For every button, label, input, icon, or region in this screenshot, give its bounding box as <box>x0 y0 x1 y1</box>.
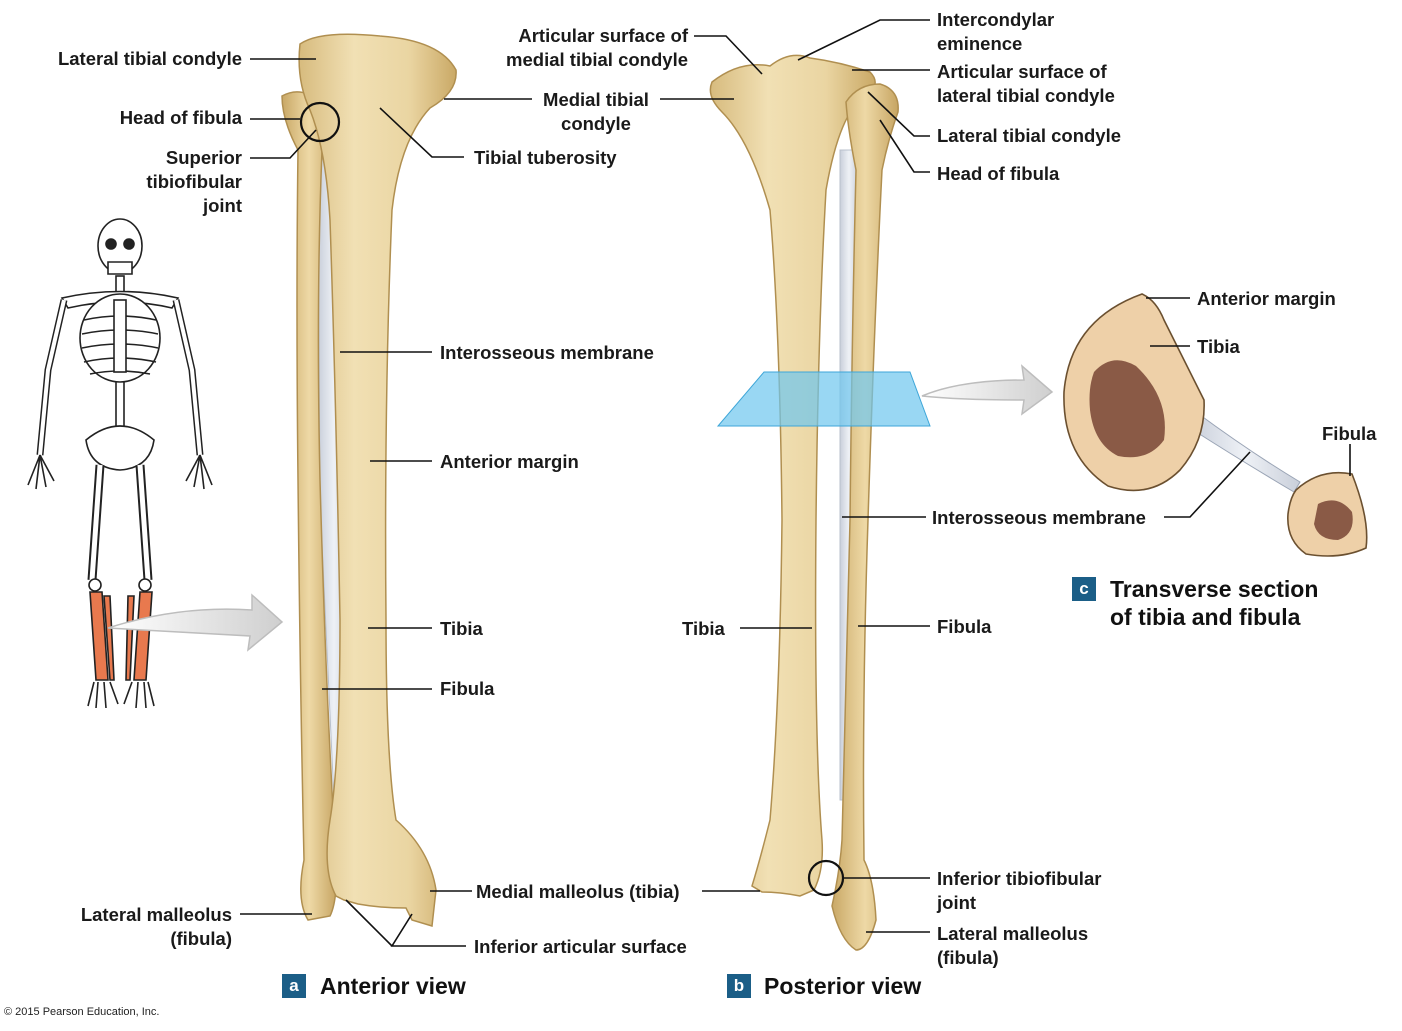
label-superior-tibiofibular-1: Superior <box>165 147 242 168</box>
label-articular-lateral-1: Articular surface of <box>937 61 1107 82</box>
label-fibula-b: Fibula <box>937 616 992 637</box>
label-lateral-tibial-condyle-a: Lateral tibial condyle <box>57 48 242 69</box>
panel-b-caption: Posterior view <box>764 973 922 999</box>
label-inferior-articular-surface: Inferior articular surface <box>474 936 687 957</box>
label-fibula-a: Fibula <box>440 678 495 699</box>
label-anterior-margin-c: Anterior margin <box>1197 288 1336 309</box>
leader-lines <box>240 19 1351 947</box>
label-lateral-malleolus-b-1: Lateral malleolus <box>937 923 1089 944</box>
pointer-arrow-a <box>107 593 284 652</box>
label-lateral-malleolus-a-2: (fibula) <box>170 928 232 949</box>
anterior-tibia <box>298 33 457 927</box>
label-medial-tibial-condyle-1: Medial tibial <box>543 89 649 110</box>
label-lateral-tibial-condyle-b: Lateral tibial condyle <box>937 125 1122 146</box>
label-tibial-tuberosity: Tibial tuberosity <box>474 147 617 168</box>
label-head-of-fibula-b: Head of fibula <box>937 163 1060 184</box>
label-anterior-margin-a: Anterior margin <box>440 451 579 472</box>
label-fibula-c: Fibula <box>1322 423 1377 444</box>
panel-a-caption: Anterior view <box>320 973 466 999</box>
anterior-view-bones <box>281 33 457 927</box>
label-lateral-malleolus-a-1: Lateral malleolus <box>80 904 232 925</box>
label-tibia-a: Tibia <box>440 618 483 639</box>
label-interosseous-membrane-b: Interosseous membrane <box>932 507 1146 528</box>
panel-b-badge: b <box>727 974 751 998</box>
label-tibia-b: Tibia <box>682 618 725 639</box>
label-superior-tibiofibular-2: tibiofibular <box>146 171 242 192</box>
panel-c-badge: c <box>1072 577 1096 601</box>
section-fibula-marrow <box>1314 500 1353 540</box>
panel-a-badge: a <box>282 974 306 998</box>
section-membrane <box>1189 411 1301 493</box>
label-inferior-tibiofibular-1: Inferior tibiofibular <box>937 868 1102 889</box>
label-medial-tibial-condyle-2: condyle <box>561 113 631 134</box>
label-tibia-c: Tibia <box>1197 336 1240 357</box>
panel-c-caption-line2: of tibia and fibula <box>1110 604 1301 630</box>
transverse-plane <box>716 371 931 427</box>
pointer-arrow-c <box>921 364 1054 416</box>
copyright-notice: © 2015 Pearson Education, Inc. <box>4 1006 160 1018</box>
label-medial-malleolus: Medial malleolus (tibia) <box>476 881 680 902</box>
label-interosseous-membrane-a: Interosseous membrane <box>440 342 654 363</box>
label-inferior-tibiofibular-2: joint <box>937 892 977 913</box>
label-articular-lateral-2: lateral tibial condyle <box>937 85 1115 106</box>
label-articular-medial-1: Articular surface of <box>518 25 688 46</box>
label-head-of-fibula-a: Head of fibula <box>119 107 242 128</box>
label-superior-tibiofibular-3: joint <box>202 195 242 216</box>
label-articular-medial-2: medial tibial condyle <box>506 49 688 70</box>
posterior-tibia <box>709 54 876 897</box>
posterior-view-bones <box>709 54 931 951</box>
anterior-fibula <box>281 91 338 921</box>
panel-c-caption-line1: Transverse section <box>1110 576 1319 602</box>
transverse-section <box>1063 293 1368 557</box>
section-tibia-marrow <box>1089 360 1165 458</box>
skeleton-figure <box>27 218 213 709</box>
label-intercondylar-1: Intercondylar <box>937 9 1055 30</box>
label-lateral-malleolus-b-2: (fibula) <box>937 947 999 968</box>
label-intercondylar-2: eminence <box>937 33 1023 54</box>
